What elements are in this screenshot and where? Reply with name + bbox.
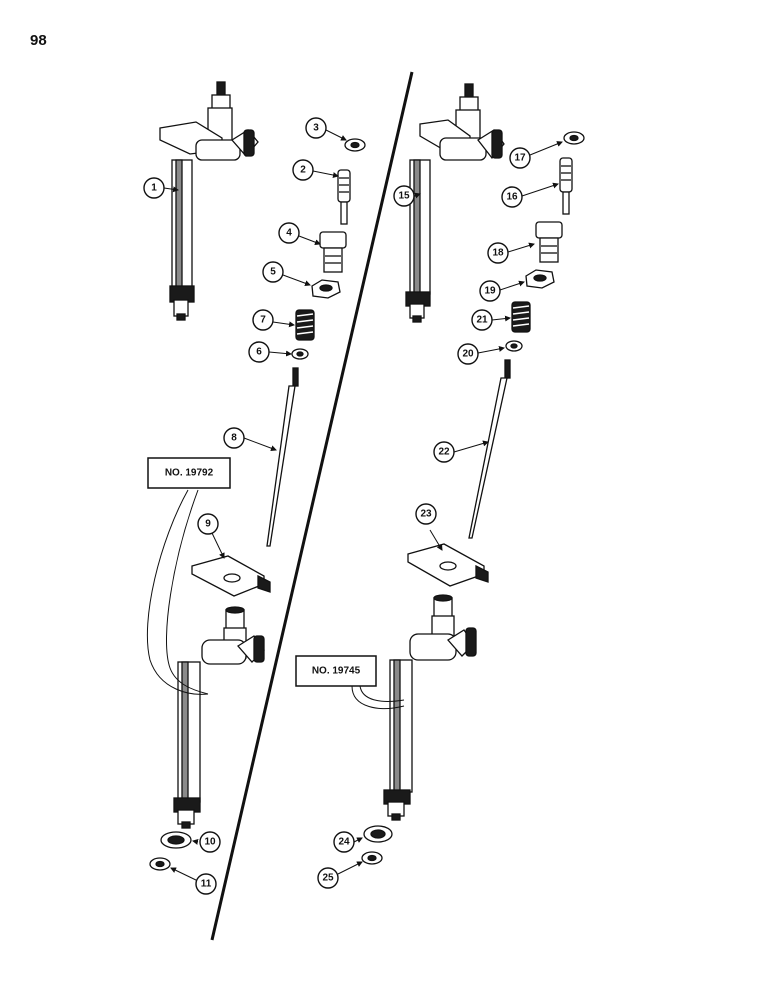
- callout-6: 6: [248, 341, 270, 363]
- callout-19: 19: [479, 280, 501, 302]
- svg-text:24: 24: [338, 837, 350, 848]
- assembly-label-left: NO. 19792: [147, 457, 231, 489]
- spindle-22-icon: [468, 359, 511, 539]
- nozzle-holder-body-left-icon: [173, 606, 265, 829]
- callout-17: 17: [509, 147, 531, 169]
- svg-text:22: 22: [438, 447, 450, 458]
- nozzle-holder-body-right-icon: [383, 594, 477, 821]
- svg-text:23: 23: [420, 509, 432, 520]
- svg-text:11: 11: [201, 879, 212, 890]
- callout-1: 1: [143, 177, 165, 199]
- svg-text:1: 1: [151, 183, 157, 194]
- spindle-8-icon: [266, 367, 299, 547]
- assembly-label-right: NO. 19745: [295, 655, 377, 687]
- clamp-plate-23-icon: [407, 543, 489, 587]
- svg-text:17: 17: [514, 153, 526, 164]
- page-number: 98: [30, 32, 47, 49]
- svg-text:4: 4: [286, 228, 292, 239]
- spring-cap-nut-18-icon: [535, 221, 563, 263]
- svg-text:25: 25: [322, 873, 334, 884]
- washer-24-icon: [363, 825, 393, 843]
- svg-text:NO. 19745: NO. 19745: [312, 666, 361, 677]
- svg-text:19: 19: [484, 286, 496, 297]
- adjusting-screw-16-icon: [559, 157, 573, 215]
- washer-25-icon: [361, 851, 383, 865]
- spring-7-icon: [295, 309, 315, 341]
- lock-nut-5-icon: [311, 279, 341, 299]
- svg-text:15: 15: [398, 191, 410, 202]
- callout-2: 2: [292, 159, 314, 181]
- svg-text:9: 9: [205, 519, 211, 530]
- svg-text:20: 20: [462, 349, 474, 360]
- spring-cap-nut-4-icon: [319, 231, 347, 273]
- svg-text:16: 16: [506, 192, 518, 203]
- cap-nut-17-icon: [563, 131, 585, 145]
- callout-22: 22: [433, 441, 455, 463]
- washer-11-icon: [149, 857, 171, 871]
- callout-21: 21: [471, 309, 493, 331]
- svg-text:5: 5: [270, 267, 276, 278]
- divider-line: [210, 71, 414, 941]
- spring-seat-6-icon: [291, 348, 309, 360]
- spring-21-icon: [511, 301, 531, 333]
- callout-20: 20: [457, 343, 479, 365]
- callout-16: 16: [501, 186, 523, 208]
- injector-assembly-top-left-icon: [159, 81, 259, 321]
- svg-text:6: 6: [256, 347, 262, 358]
- callout-25: 25: [317, 867, 339, 889]
- svg-text:8: 8: [231, 433, 237, 444]
- svg-text:2: 2: [300, 165, 306, 176]
- callout-5: 5: [262, 261, 284, 283]
- svg-text:18: 18: [492, 248, 504, 259]
- callout-4: 4: [278, 222, 300, 244]
- svg-text:7: 7: [260, 315, 266, 326]
- callout-24: 24: [333, 831, 355, 853]
- svg-text:NO. 19792: NO. 19792: [165, 468, 214, 479]
- callout-18: 18: [487, 242, 509, 264]
- svg-text:10: 10: [204, 837, 216, 848]
- spring-seat-20-icon: [505, 340, 523, 352]
- callout-3: 3: [305, 117, 327, 139]
- callout-10: 10: [199, 831, 221, 853]
- svg-text:3: 3: [313, 123, 319, 134]
- washer-10-icon: [160, 831, 192, 849]
- callout-23: 23: [415, 503, 437, 525]
- clamp-plate-9-icon: [191, 555, 271, 597]
- adjusting-screw-2-icon: [337, 169, 351, 225]
- callout-9: 9: [197, 513, 219, 535]
- callout-8: 8: [223, 427, 245, 449]
- callout-11: 11: [195, 873, 217, 895]
- injector-assembly-top-right-icon: [405, 83, 505, 323]
- svg-text:21: 21: [476, 315, 488, 326]
- callout-15: 15: [393, 185, 415, 207]
- lock-nut-19-icon: [525, 269, 555, 289]
- leader-lines: [163, 129, 563, 882]
- cap-nut-3-icon: [344, 138, 366, 152]
- callout-7: 7: [252, 309, 274, 331]
